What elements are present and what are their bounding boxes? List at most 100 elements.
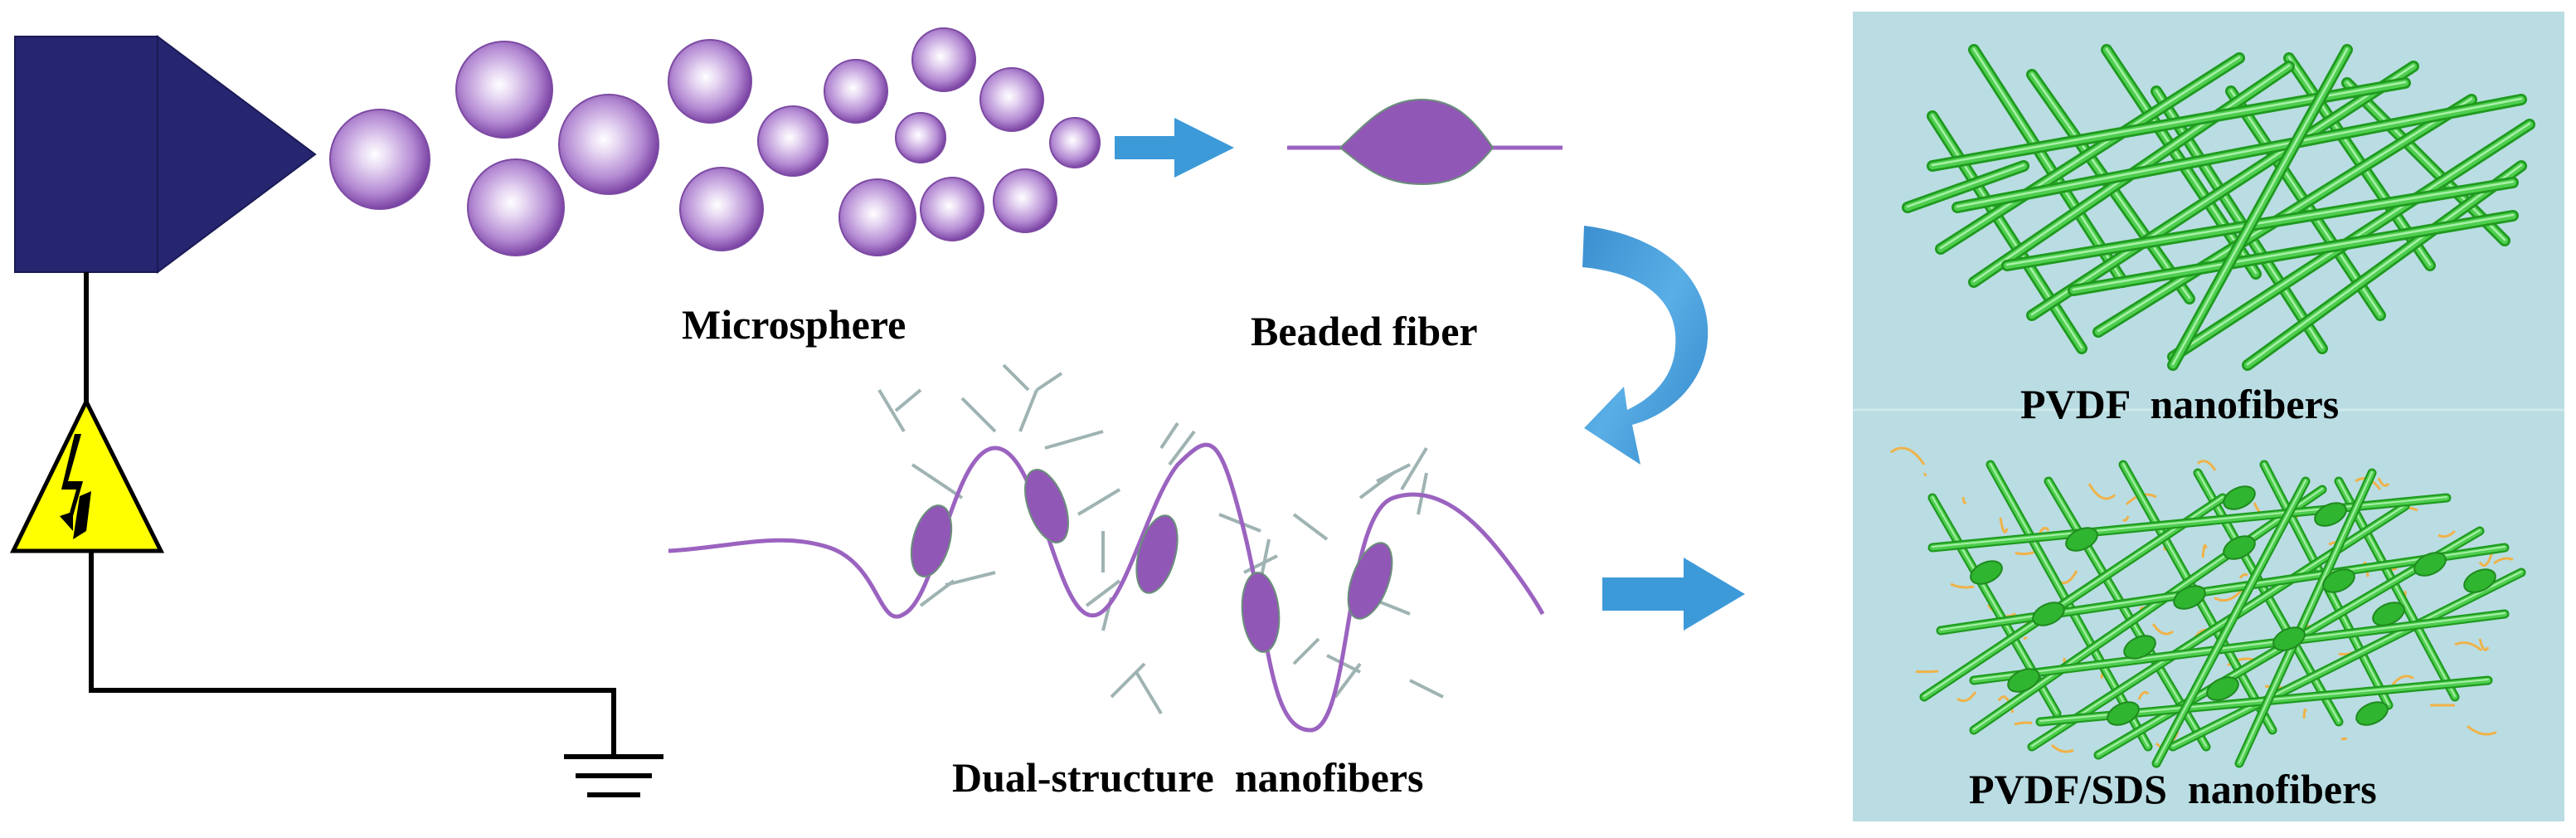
fiber-bead: [2272, 626, 2306, 651]
beaded-fiber-label: Beaded fiber: [1251, 308, 1478, 354]
branch-fiber: [877, 388, 906, 433]
pvdf-nanofiber-shine: [2171, 47, 2349, 366]
branch-fiber: [1035, 372, 1063, 392]
sds-branch: [1999, 517, 2009, 533]
sds-branch: [2088, 483, 2116, 500]
branch-fiber: [1135, 670, 1163, 715]
sds-branch: [2493, 557, 2514, 565]
sds-branch: [2437, 529, 2457, 538]
sds-branch: [2151, 623, 2174, 636]
pvdf-sds-nanofibers-label: PVDF/SDS nanofibers: [1969, 766, 2377, 812]
warning-triangle: [9, 397, 165, 553]
sds-branch: [2478, 551, 2494, 568]
fiber-bead: [2107, 701, 2140, 726]
sds-branch: [1950, 582, 1975, 589]
pvdf-nanofiber-shine: [2030, 64, 2415, 316]
fiber-bead: [2123, 635, 2156, 660]
microsphere: [993, 168, 1057, 233]
curved-arrow-icon: [1582, 226, 1708, 465]
dual-structure-label: Dual-structure nanofibers: [952, 754, 1424, 801]
sds-branch: [1922, 472, 1927, 477]
branch-fiber: [1002, 363, 1030, 392]
sds-branch: [1890, 446, 1926, 465]
arrow-right-icon: [1115, 118, 1234, 178]
pvdf-sds-nanofiber-shine: [1923, 496, 2224, 697]
fiber-bead: [2065, 527, 2098, 552]
branch-fiber: [1077, 488, 1121, 516]
sds-branch: [2023, 636, 2029, 640]
sds-branch: [2391, 675, 2414, 685]
microsphere: [920, 177, 984, 241]
sds-branch: [2478, 638, 2490, 651]
branch-fiber: [960, 397, 997, 433]
fiber-bead: [2314, 502, 2347, 527]
fiber-bead: [1241, 572, 1281, 653]
fiber-bead: [2322, 568, 2355, 593]
branch-fiber: [911, 463, 964, 499]
fiber-bead: [2463, 568, 2496, 593]
sds-branch: [2122, 515, 2130, 522]
sds-branch: [2454, 641, 2482, 652]
fiber-bead: [2223, 485, 2256, 510]
fiber-bead: [2413, 552, 2447, 577]
microsphere: [558, 94, 659, 195]
microsphere: [329, 109, 430, 210]
branch-fiber: [1400, 446, 1428, 491]
pvdf-nanofiber-shine: [2345, 80, 2506, 241]
pvdf-nanofiber-shine: [2005, 180, 2515, 266]
pvdf-sds-fiber-mesh: [1919, 460, 2526, 768]
branch-fiber: [1334, 662, 1362, 699]
nozzle-tip: [157, 35, 317, 274]
branch-fiber: [1168, 430, 1196, 466]
branch-fiber: [1044, 430, 1104, 450]
sds-branch: [2014, 721, 2033, 726]
pvdf-fiber-mesh: [1902, 44, 2535, 371]
spinneret-nozzle-icon: [14, 35, 317, 274]
ground-icon: [564, 754, 663, 797]
microsphere-group: [329, 27, 1101, 256]
microsphere: [455, 41, 553, 139]
fiber-bead: [2372, 602, 2405, 626]
pvdf-sds-nanofiber-shine: [2338, 480, 2456, 697]
microsphere: [895, 112, 946, 163]
dual-structure-fiber: [668, 442, 1545, 733]
microsphere: [467, 158, 565, 256]
branch-fiber: [894, 388, 922, 412]
circuit-wires: [84, 272, 616, 757]
microsphere: [679, 167, 764, 251]
microsphere: [838, 178, 916, 256]
sds-branch: [1961, 496, 1967, 504]
fiber-bead: [910, 504, 953, 577]
branch-fiber: [1243, 554, 1278, 574]
sds-branch: [2467, 724, 2497, 736]
fiber-bead: [1024, 469, 1069, 543]
dual-structure-illustration: [668, 363, 1545, 733]
pvdf-nanofiber-shine: [2072, 213, 2515, 291]
sds-branch: [2137, 690, 2150, 700]
sds-branch: [2377, 477, 2390, 487]
fiber-bead: [2223, 535, 2256, 560]
branch-fiber: [1085, 579, 1121, 607]
pvdf-nanofiber-shine: [1931, 114, 2083, 349]
branch-fiber: [1376, 463, 1411, 483]
pvdf-sds-nanofiber-shine: [2048, 480, 2207, 747]
pvdf-sds-nanofiber-shine: [2156, 480, 2306, 763]
microsphere: [757, 105, 829, 177]
microsphere: [979, 67, 1044, 132]
pvdf-sds-nanofiber-shine: [1973, 488, 2323, 730]
pvdf-sds-nanofiber-highlight: [1971, 611, 2508, 684]
microsphere-label: Microsphere: [682, 301, 906, 348]
beaded-fiber-illustration: [1287, 98, 1563, 186]
sds-branch: [2197, 460, 2217, 471]
pvdf-nanofiber-shine: [1906, 163, 2025, 208]
fiber-bead: [1135, 514, 1179, 594]
pvdf-sds-nanofiber-shine: [1973, 612, 2506, 680]
sds-branch: [2201, 543, 2208, 558]
lightning-tail: [73, 491, 91, 539]
fiber-bead: [2206, 676, 2239, 701]
pvdf-nanofiber-shine: [2246, 163, 2523, 366]
sds-branch: [1956, 691, 1977, 703]
pvdf-nanofiber-shine: [1972, 47, 2125, 283]
